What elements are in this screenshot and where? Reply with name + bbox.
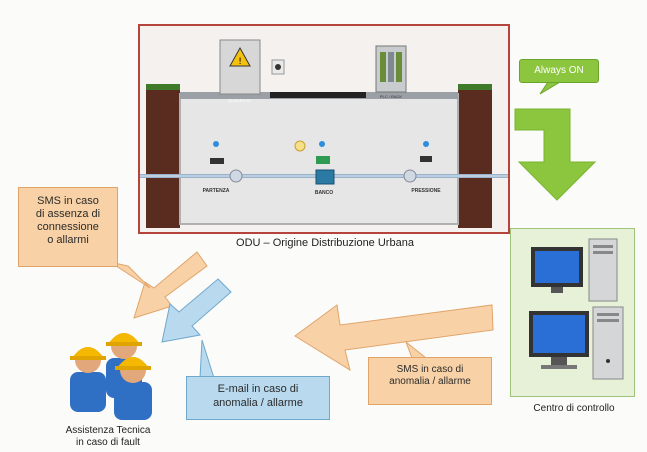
earth-right: [458, 88, 492, 228]
email-line: E-mail in caso di: [217, 383, 299, 395]
always-on-arrow: [514, 108, 597, 201]
technicians-caption-line: in caso di fault: [76, 437, 140, 448]
cabinet-label: PLC / RACK: [380, 94, 403, 99]
email-arrow: [161, 278, 232, 343]
valve-icon: [210, 158, 224, 164]
sms-absence-callout: SMS in caso di assenza di connessione o …: [18, 187, 118, 267]
sms-anomaly-callout: SMS in caso di anomalia / allarme: [368, 357, 492, 405]
computers-illustration: [529, 238, 624, 380]
email-line: anomalia / allarme: [213, 397, 303, 409]
sensor-icon: [275, 64, 281, 70]
sms-anomaly-line: SMS in caso di: [396, 364, 464, 375]
odu-caption: ODU – Origine Distribuzione Urbana: [236, 237, 414, 249]
node-label: PARTENZA: [203, 188, 230, 194]
pc-tower-icon: [588, 238, 618, 302]
sms-absence-line: connessione: [37, 221, 99, 233]
odu-frame: ! PARTENZA BANCO PRESSIONE QUADRO BT PLC…: [138, 24, 510, 234]
sms-anomaly-arrow: [294, 304, 494, 372]
electrical-cabinet: [219, 39, 261, 95]
pc-tower-icon: [592, 306, 624, 380]
svg-text:!: !: [238, 57, 242, 67]
technicians-caption-line: Assistenza Tecnica: [65, 425, 151, 436]
worker-helmet-icon: [70, 347, 106, 412]
technicians-caption: Assistenza Tecnica in caso di fault: [48, 425, 168, 449]
always-on-callout: Always ON: [519, 59, 599, 83]
sms-absence-line: di assenza di: [35, 208, 101, 220]
odu-illustration: ! PARTENZA BANCO PRESSIONE QUADRO BT PLC…: [140, 39, 508, 228]
email-callout: E-mail in caso di anomalia / allarme: [186, 376, 330, 420]
valve-icon: [420, 156, 432, 162]
node-label: BANCO: [315, 190, 333, 196]
sms-absence-arrow: [133, 251, 208, 319]
valve-icon: [316, 156, 330, 164]
node-label: PRESSIONE: [411, 188, 441, 194]
control-center-caption: Centro di controllo: [533, 403, 615, 414]
earth-left: [146, 88, 180, 228]
cabinet-label: QUADRO BT: [228, 98, 252, 103]
technicians-illustration: [70, 333, 152, 420]
warning-icon: [229, 46, 251, 67]
sms-anomaly-line: anomalia / allarme: [389, 376, 471, 387]
control-center-panel: [510, 228, 635, 397]
sms-absence-line: o allarmi: [47, 234, 89, 246]
worker-helmet-icon: [114, 357, 152, 420]
sms-absence-line: SMS in caso: [37, 195, 99, 207]
